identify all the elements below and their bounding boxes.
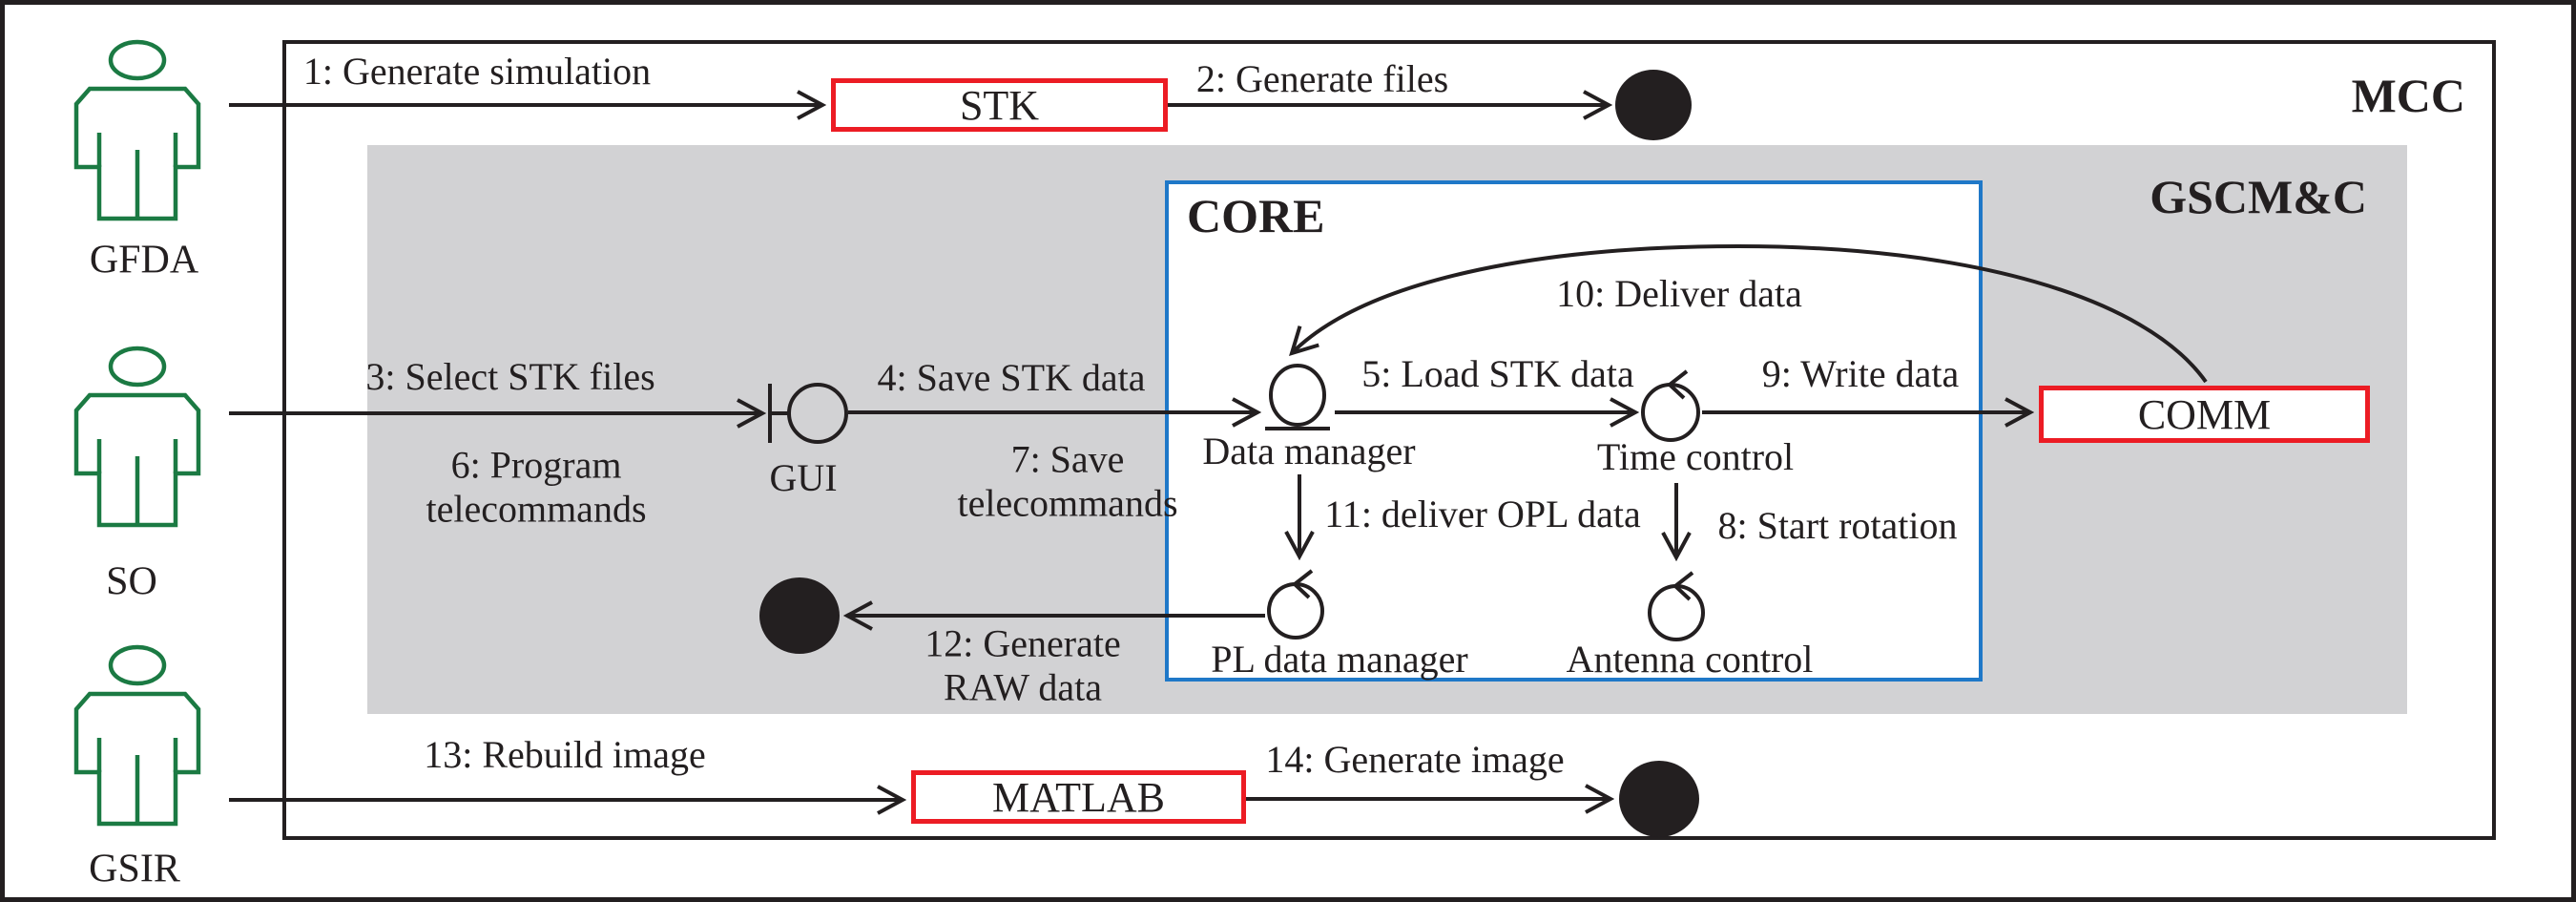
core-region-label: CORE bbox=[1187, 189, 1325, 242]
message-1-label: 1: Generate simulation bbox=[302, 49, 652, 93]
time-control-object-label: Time control bbox=[1596, 434, 1795, 478]
antenna-control-control-icon bbox=[1648, 571, 1705, 641]
message-5-label: 5: Load STK data bbox=[1361, 351, 1634, 395]
actor-icon-so bbox=[73, 346, 201, 528]
core-region-box bbox=[1165, 180, 1983, 682]
actor-label-gsir: GSIR bbox=[89, 847, 180, 892]
matlab-label: MATLAB bbox=[992, 773, 1165, 821]
message-8-label: 8: Start rotation bbox=[1717, 503, 1958, 547]
actor-label-so: SO bbox=[106, 559, 157, 604]
mcc-region-label: MCC bbox=[2351, 69, 2465, 122]
message-11-label: 11: deliver OPL data bbox=[1324, 492, 1641, 535]
message-9-label: 9: Write data bbox=[1761, 351, 1960, 395]
gui-object-label: GUI bbox=[769, 455, 838, 499]
pl-data-manager-control-icon bbox=[1267, 569, 1324, 640]
antenna-control-object-label: Antenna control bbox=[1566, 637, 1814, 681]
actor-icon-gsir bbox=[73, 644, 201, 827]
stk-component-box: STK bbox=[831, 78, 1168, 132]
message-13-label: 13: Rebuild image bbox=[424, 732, 706, 776]
arrow-10-deliver-data bbox=[1292, 243, 2208, 384]
message-2-label: 2: Generate files bbox=[1195, 56, 1449, 100]
comm-component-box: COMM bbox=[2039, 386, 2370, 443]
actor-icon-gfda bbox=[73, 39, 201, 221]
time-control-control-icon bbox=[1641, 369, 1700, 442]
pl-data-manager-object-label: PL data manager bbox=[1211, 637, 1468, 681]
gscmc-region-label: GSCM&C bbox=[2150, 170, 2367, 223]
data-manager-object-label: Data manager bbox=[1202, 429, 1416, 472]
message-3-label: 3: Select STK files bbox=[365, 354, 655, 398]
stk-label: STK bbox=[959, 81, 1040, 129]
message-10-label: 10: Deliver data bbox=[1556, 271, 1802, 315]
endpoint-icon-image bbox=[1619, 761, 1699, 837]
endpoint-icon-raw-data bbox=[759, 577, 840, 654]
message-12-label: 12: Generate RAW data bbox=[924, 621, 1121, 709]
data-manager-entity-icon bbox=[1265, 364, 1330, 430]
actor-label-gfda: GFDA bbox=[89, 238, 199, 283]
message-6-label: 6: Program telecommands bbox=[426, 443, 647, 531]
message-14-label: 14: Generate image bbox=[1265, 737, 1565, 781]
comm-label: COMM bbox=[2137, 390, 2272, 438]
matlab-component-box: MATLAB bbox=[911, 770, 1246, 824]
message-7-label: 7: Save telecommands bbox=[957, 437, 1178, 525]
message-4-label: 4: Save STK data bbox=[877, 355, 1146, 399]
gui-boundary-icon bbox=[768, 383, 848, 444]
mcc-region-box bbox=[282, 40, 2496, 840]
endpoint-icon-files bbox=[1615, 70, 1692, 140]
